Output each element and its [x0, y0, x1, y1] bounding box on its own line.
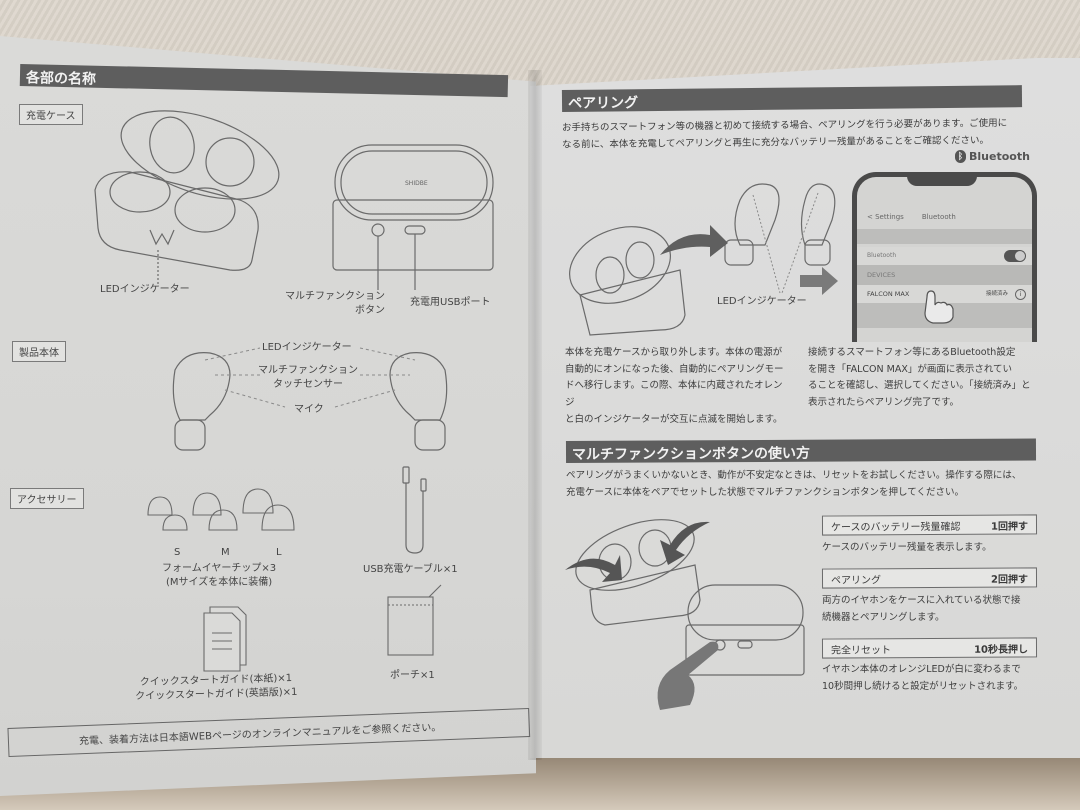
desc-line: イヤホン本体のオレンジLEDが白に変わるまで: [822, 664, 1021, 675]
charging-case-open-illustration: [94, 110, 280, 285]
label-mic: マイク: [294, 404, 324, 415]
para-line: と白のインジケーターが交互に点滅を開始します。: [565, 413, 783, 425]
pairing-case-illustration: [569, 183, 838, 336]
size-label-s: S: [174, 547, 181, 558]
para-line: 充電ケースに本体をペアでセットした状態でマルチファンクションボタンを押してくださ…: [566, 486, 964, 498]
function-name: 完全リセット: [830, 644, 892, 657]
function-desc-battery-check: ケースのバッテリー残量を表示します。: [822, 540, 1042, 557]
tag-charging-case: 充電ケース: [19, 104, 83, 125]
function-desc-pairing: 両方のイヤホンをケースに入れている状態で接 続機器とペアリングします。: [822, 593, 1042, 626]
phone-devices-row: DEVICES: [857, 265, 1032, 285]
function-name: ペアリング: [830, 574, 882, 587]
desc-line: ケースのバッテリー残量を表示します。: [822, 542, 992, 553]
charging-case-closed-illustration: SHIDBE: [332, 144, 494, 290]
label-line: (Mサイズを本体に装備): [166, 576, 273, 588]
quick-guide-illustration: [203, 606, 247, 672]
phone-nav: < Settings Bluetooth: [867, 213, 956, 221]
bluetooth-logo: ᛒ Bluetooth: [955, 150, 1030, 163]
label-line: タッチセンサー: [273, 378, 343, 390]
label-earbud-led: LEDインジケーター: [262, 342, 352, 353]
earbuds-illustration: [172, 347, 448, 451]
phone-band-1: [857, 229, 1032, 244]
ear-tips-illustration: [147, 488, 295, 531]
label-pouch: ポーチ×1: [390, 670, 435, 681]
label-line: ボタン: [355, 304, 385, 316]
label-line: マルチファンクション: [285, 291, 385, 302]
multifunction-intro: ペアリングがうまくいかないとき、動作が不安定なときは、リセットをお試しください。…: [566, 468, 1041, 501]
bluetooth-icon: ᛒ: [955, 150, 966, 163]
bluetooth-logo-text: Bluetooth: [969, 150, 1030, 163]
desc-line: 続機器とペアリングします。: [822, 611, 945, 623]
device-name-falcon-max[interactable]: FALCON MAX: [867, 290, 910, 298]
section-title-multifunction: マルチファンクションボタンの使い方: [565, 438, 1037, 463]
phone-notch: [907, 172, 977, 186]
para-line: 表示されたらペアリング完了です。: [808, 396, 960, 408]
phone-back-link[interactable]: < Settings: [867, 213, 904, 221]
desc-line: 両方のイヤホンをケースに入れている状態で接: [822, 595, 1021, 606]
para-line: を開き「FALCON MAX」が画面に表示されてい: [808, 363, 1013, 375]
phone-bt-label: Bluetooth: [867, 252, 897, 259]
para-line: ペアリングがうまくいかないとき、動作が不安定なときは、リセットをお試しください。…: [566, 470, 1022, 481]
phone-devices-label: DEVICES: [867, 271, 896, 279]
function-name: ケースのバッテリー残量確認: [830, 521, 961, 534]
label-usb-cable: USB充電ケーブル×1: [363, 564, 458, 575]
device-status: 接続済み: [985, 291, 1008, 297]
label-ear-tips: フォームイヤーチップ×3 (Mサイズを本体に装備): [162, 562, 276, 589]
phone-mockup: < Settings Bluetooth Bluetooth DEVICES F…: [852, 172, 1037, 342]
pouch-illustration: [387, 584, 442, 656]
label-quick-guide: クイックスタートガイド(本紙)×1 クイックスタートガイド(英語版)×1: [135, 672, 298, 703]
size-label-l: L: [276, 547, 282, 558]
label-multifunction-button: マルチファンクション ボタン: [285, 290, 385, 317]
para-line: 本体を充電ケースから取り外します。本体の電源が: [565, 347, 783, 358]
function-row-full-reset: 完全リセット 10秒長押し: [821, 637, 1038, 659]
phone-bt-row: Bluetooth: [857, 247, 1032, 265]
hand-tap-icon: [924, 290, 954, 324]
para-line: ることを確認し、選択してください。「接続済み」と: [808, 380, 1031, 392]
label-usb-port: 充電用USBポート: [410, 297, 491, 308]
function-row-battery-check: ケースのバッテリー残量確認 1回押す: [821, 514, 1038, 536]
function-desc-full-reset: イヤホン本体のオレンジLEDが白に変わるまで 10秒間押し続けると設定がリセット…: [822, 662, 1047, 695]
para-line: ドへ移行します。この際、本体に内蔵されたオレンジ: [565, 380, 783, 408]
page-gutter: [528, 70, 542, 760]
phone-title: Bluetooth: [921, 213, 956, 221]
tag-product-body: 製品本体: [12, 341, 66, 362]
function-row-pairing: ペアリング 2回押す: [821, 567, 1038, 589]
case-logo-text: SHIDBE: [405, 180, 428, 187]
pairing-intro: お手持ちのスマートフォン等の機器と初めて接続する場合、ペアリングを行う必要があり…: [562, 116, 1032, 154]
tag-accessories: アクセサリー: [10, 488, 84, 509]
usb-cable-illustration: [402, 466, 427, 554]
size-label-m: M: [221, 547, 230, 558]
phone-device-row[interactable]: FALCON MAX 接続済み i: [857, 285, 1032, 303]
info-icon[interactable]: i: [1015, 289, 1026, 300]
label-pairing-led: LEDインジケーター: [717, 296, 807, 307]
left-page: [0, 36, 536, 796]
label-touch-sensor: マルチファンクション タッチセンサー: [258, 364, 358, 391]
label-line: マルチファンクション: [258, 365, 358, 376]
desc-line: 10秒間押し続けると設定がリセットされます。: [822, 680, 1024, 692]
bluetooth-toggle[interactable]: [1004, 250, 1026, 262]
pairing-step1-text: 本体を充電ケースから取り外します。本体の電源が 自動的にオンになった後、自動的に…: [565, 345, 790, 428]
multifunction-illustration: [565, 519, 805, 710]
function-action: 10秒長押し: [974, 643, 1029, 656]
para-line: 自動的にオンになった後、自動的にペアリングモー: [565, 363, 784, 375]
pairing-step2-text: 接続するスマートフォン等にあるBluetooth設定 を開き「FALCON MA…: [808, 345, 1038, 412]
label-case-led-indicator: LEDインジケーター: [100, 284, 190, 295]
function-action: 1回押す: [991, 520, 1029, 533]
function-action: 2回押す: [991, 573, 1029, 586]
para-line: 接続するスマートフォン等にあるBluetooth設定: [808, 347, 1016, 358]
label-line: フォームイヤーチップ×3: [162, 563, 277, 574]
